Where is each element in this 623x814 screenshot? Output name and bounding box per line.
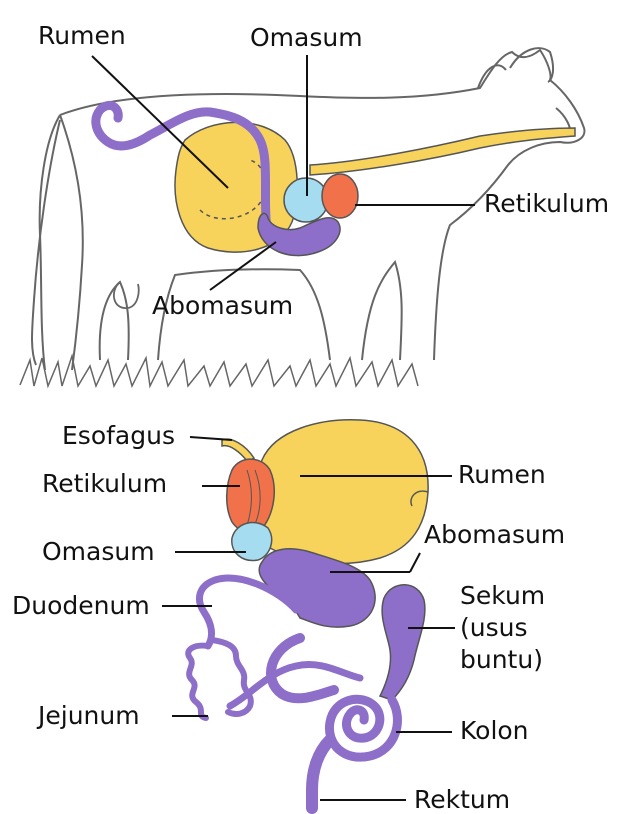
label-kolon: Kolon: [460, 717, 529, 745]
leader-abomasum-2: [410, 553, 420, 572]
cow-esophagus: [310, 128, 575, 175]
cow-head: [478, 48, 570, 136]
label-rektum: Rektum: [414, 786, 510, 814]
digestive-tract: [162, 420, 455, 808]
rektum-tube: [312, 740, 330, 808]
label-rumen: Rumen: [458, 461, 546, 489]
label-rumen-top: Rumen: [38, 22, 126, 50]
leader-rumen-top: [92, 56, 228, 188]
label-omasum-top: Omasum: [250, 24, 363, 52]
label-retikulum-top: Retikulum: [484, 190, 609, 218]
sekum-shape: [380, 585, 425, 700]
label-sekum: Sekum (usus buntu): [460, 580, 545, 676]
label-abomasum-top: Abomasum: [152, 292, 293, 320]
label-omasum: Omasum: [42, 538, 155, 566]
kolon-spiral: [329, 699, 397, 757]
label-abomasum: Abomasum: [424, 521, 565, 549]
label-retikulum: Retikulum: [42, 470, 167, 498]
omasum-shape: [232, 523, 272, 561]
reticulum-shape: [227, 459, 275, 532]
cow-reticulum: [322, 174, 358, 218]
label-duodenum: Duodenum: [12, 592, 150, 620]
grass: [20, 356, 418, 386]
rumen-shape: [254, 420, 428, 564]
label-jejunum: Jejunum: [38, 702, 140, 730]
jejunum-coils: [188, 640, 251, 718]
label-esofagus: Esofagus: [62, 422, 175, 450]
